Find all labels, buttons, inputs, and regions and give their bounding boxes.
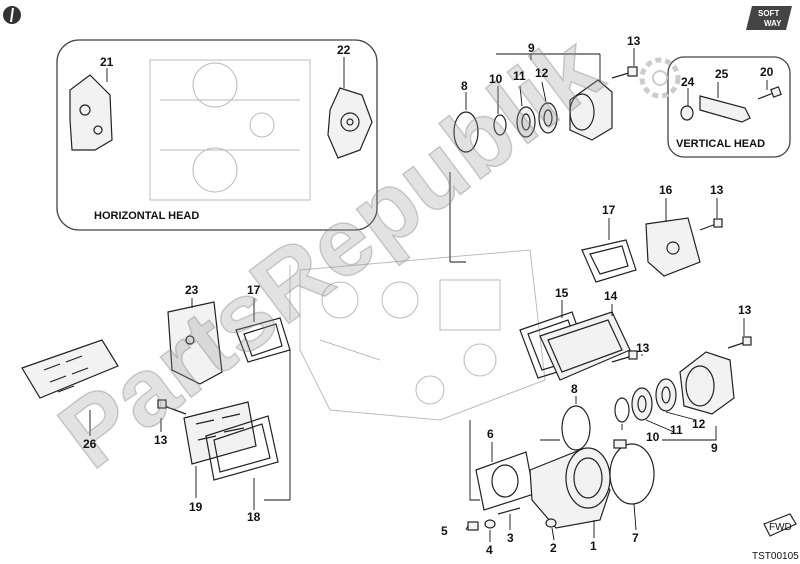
leader-lines [89, 48, 768, 542]
drawing-code: TST00105 [752, 551, 799, 562]
callout-16: 16 [659, 183, 673, 197]
part-3-stud [497, 507, 521, 515]
callout-7: 7 [632, 531, 639, 545]
callout-21: 21 [100, 55, 114, 69]
callout-18: 18 [247, 510, 261, 524]
part-19-reed-block [183, 401, 257, 465]
part-18-gasket-left [205, 415, 279, 481]
watermark: PartsRepublik [40, 14, 620, 488]
part-11-bearing-bottom [631, 387, 653, 421]
part-16-cover [645, 217, 701, 277]
callout-26: 26 [83, 437, 97, 451]
part-7-hose-clamp [609, 439, 655, 505]
callout-15: 15 [555, 286, 569, 300]
fwd-label: FWD [769, 522, 792, 533]
part-13-bolt-top [611, 66, 638, 79]
callout-13-right: 13 [710, 183, 724, 197]
part-5-bolt [467, 521, 479, 531]
horizontal-head-label: HORIZONTAL HEAD [94, 210, 199, 222]
part-8-oring-top [453, 111, 479, 153]
callout-9-bottom: 9 [711, 441, 718, 455]
part-6-flange-gasket [475, 451, 535, 511]
part-24-bushing [680, 105, 694, 121]
callout-20: 20 [760, 65, 774, 79]
callout-9-top: 9 [528, 41, 535, 55]
logo-line2: WAY [764, 19, 782, 28]
part-10-circlip-top [493, 114, 507, 136]
part-22-cover [327, 87, 373, 159]
cylinder-head-ghost [289, 249, 546, 421]
callout-19: 19 [189, 500, 203, 514]
part-4-washer [484, 519, 496, 529]
part-8-oring-bottom [561, 405, 591, 451]
part-9-housing-bottom [679, 351, 735, 415]
part-12-seal-bottom [655, 378, 677, 412]
callout-8-bottom: 8 [571, 382, 578, 396]
part-1-intake-manifold [529, 447, 611, 529]
softway-logo: SOFT WAY [746, 6, 792, 30]
callout-11-bottom: 11 [670, 423, 683, 437]
part-26-reed-guard [21, 339, 119, 399]
part-25-gear-icon [639, 57, 751, 123]
callouts: 21 22 9 8 10 11 12 13 24 25 20 16 13 17 … [83, 34, 774, 557]
callout-12-bottom: 12 [692, 417, 706, 431]
callout-17-right: 17 [602, 203, 616, 217]
part-21-bracket [69, 74, 113, 151]
callout-13-left: 13 [154, 433, 168, 447]
part-11-bearing-top [516, 106, 536, 138]
callout-2: 2 [550, 541, 557, 555]
part-10-circlip-bottom [614, 397, 630, 423]
callout-24: 24 [681, 75, 695, 89]
part-13-bolt-right [699, 218, 723, 231]
callout-14: 14 [604, 289, 618, 303]
callout-22: 22 [337, 43, 351, 57]
callout-10-top: 10 [489, 72, 503, 86]
callout-11-top: 11 [513, 69, 526, 83]
callout-8-top: 8 [461, 79, 468, 93]
part-14-reed-cover [539, 311, 631, 381]
callout-3: 3 [507, 531, 514, 545]
horizontal-head-inset [56, 39, 378, 231]
callout-4: 4 [486, 543, 493, 557]
part-17-gasket-right [581, 239, 637, 283]
vertical-head-label: VERTICAL HEAD [676, 138, 765, 150]
callout-6: 6 [487, 427, 494, 441]
part-12-seal-top [538, 102, 558, 134]
callout-13-far-right: 13 [738, 303, 752, 317]
callout-17-left: 17 [247, 283, 261, 297]
horizontal-head-ghost [149, 59, 311, 201]
part-13-bolt-mid [611, 350, 638, 363]
part-9-housing-top [569, 79, 613, 141]
callout-23: 23 [185, 283, 199, 297]
callout-12-top: 12 [535, 66, 549, 80]
callout-10-bottom: 10 [646, 430, 660, 444]
callout-5: 5 [441, 524, 448, 538]
part-13-bolt-bottom-right [727, 336, 752, 349]
forward-arrow-icon: FWD [763, 513, 797, 537]
logo-line1: SOFT [758, 9, 779, 18]
part-20-bolt [757, 86, 782, 100]
callout-1: 1 [590, 539, 597, 553]
vertical-head-inset [667, 56, 791, 158]
callout-13-mid: 13 [636, 341, 650, 355]
callout-13-top: 13 [627, 34, 641, 48]
part-13-bolt-left [157, 399, 187, 415]
part-2-nut [545, 518, 557, 528]
part-23-bracket [167, 301, 223, 385]
callout-25: 25 [715, 67, 729, 81]
